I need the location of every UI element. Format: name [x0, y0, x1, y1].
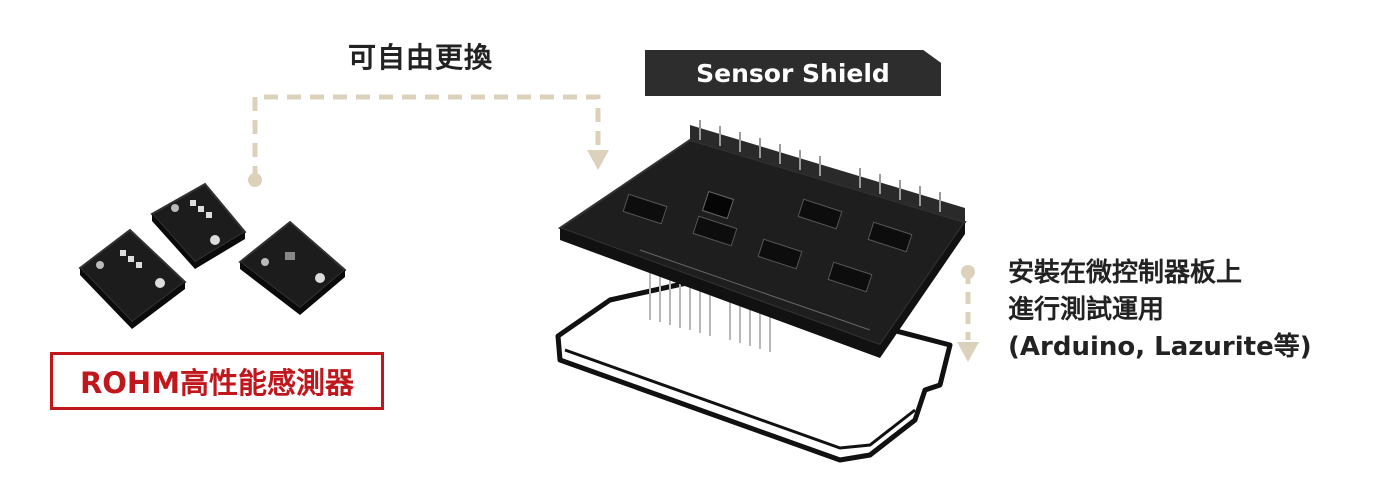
sensor-module-icon	[78, 228, 187, 329]
install-label-line1: 安裝在微控制器板上	[1008, 258, 1243, 288]
sensor-shield-label: Sensor Shield	[696, 58, 890, 88]
swap-dashed-arrow-icon	[248, 94, 609, 187]
rohm-sensor-label: ROHM高性能感測器	[79, 366, 355, 400]
install-dashed-arrow-icon	[957, 265, 979, 362]
rohm-sensor-label-box: ROHM高性能感測器	[50, 352, 384, 410]
sensor-module-icon	[150, 182, 247, 269]
install-label-line3: (Arduino, Lazurite等)	[1008, 332, 1312, 362]
install-label-line2: 進行測試運用	[1008, 295, 1165, 325]
sensor-module-icon	[238, 220, 347, 315]
swap-label: 可自由更換	[348, 41, 494, 74]
sensor-shield-board-icon	[557, 120, 967, 358]
install-label: 安裝在微控制器板上 進行測試運用 (Arduino, Lazurite等)	[1008, 255, 1312, 366]
sensor-shield-tag: Sensor Shield	[645, 50, 941, 96]
